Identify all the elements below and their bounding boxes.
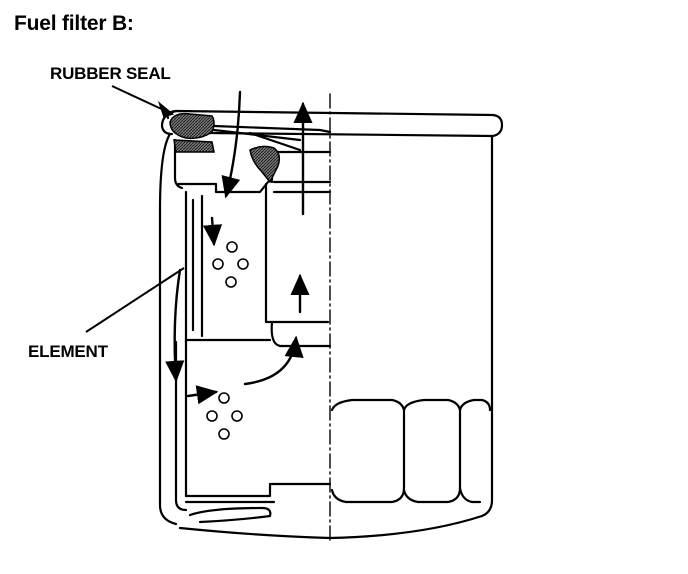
element-top-rim-line [173,138,184,190]
flow-arrow-side-down [165,268,185,383]
rubber-seal-lower [173,139,215,153]
pleat-arc-2 [402,398,462,504]
pleat-arc-3 [458,398,492,412]
diagram-title: Fuel filter B: [14,12,134,35]
cap-taper-line-b [248,131,302,152]
rubber-seal-right [249,145,281,184]
rubber-seal-shading [169,112,281,184]
flow-arrow-element-down [202,216,223,247]
rubber-seal-top [169,112,215,140]
perforation-hole-3 [237,258,249,270]
rubber-seal-label: RUBBER SEAL [50,64,171,83]
upper-tube-right-wall [264,182,330,324]
element-leader [85,267,185,333]
element-label: ELEMENT [28,342,108,361]
filter-cap-rim [166,109,504,138]
filter-can-bottom [178,514,484,540]
perforation-hole-7 [231,410,243,422]
upper-tube-sleeve [270,320,332,348]
flow-arrow-lower-in [186,385,219,405]
filter-can-left-wall [158,132,178,526]
flow-arrow-inlet [221,90,242,199]
pleat-arc-3b [458,486,482,504]
flow-arrow-lower-up [243,335,304,386]
lower-housing-inner-wall [174,340,188,512]
perforation-hole-1 [226,241,238,253]
filter-can-right-wall [480,134,494,518]
rubber-seal-leader [111,85,169,113]
perforation-hole-8 [218,428,230,440]
perforation-hole-6 [206,410,218,422]
perforation-hole-5 [218,392,230,404]
rubber-seal-leader-head [157,100,175,118]
pleat-arc-1 [330,398,406,504]
perforation-hole-4 [225,276,237,288]
cap-top-inner-line [212,124,332,134]
perforation-hole-2 [212,258,224,270]
element-top-plate [176,180,270,194]
filter-bottom-inner [188,506,272,524]
lower-housing-bottom [184,482,332,498]
